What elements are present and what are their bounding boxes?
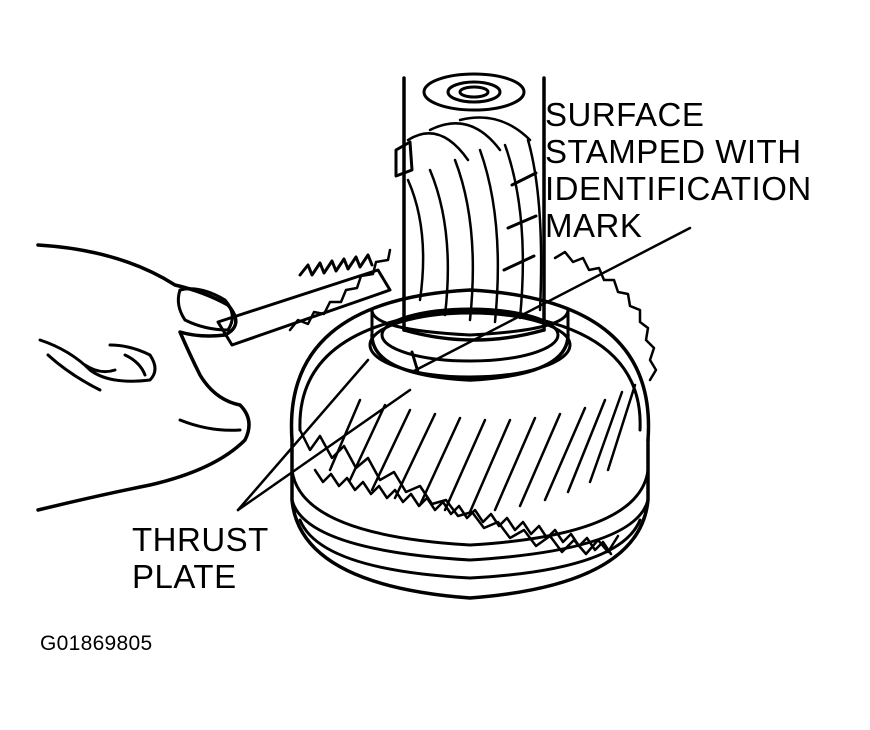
gear-front-teeth (298, 428, 620, 556)
leader-surface-mark (410, 226, 692, 374)
surface-mark-line-1: SURFACE (545, 96, 705, 133)
hand-with-feeler-gauge (36, 243, 392, 512)
hub-ring-teeth (313, 468, 613, 556)
surface-mark-line-2: STAMPED WITH (545, 133, 802, 170)
leader-lines (236, 226, 692, 512)
thrust-plate-line-1: THRUST (132, 521, 269, 558)
thrust-plate-line-2: PLATE (132, 558, 237, 595)
surface-mark-line-4: MARK (545, 207, 643, 244)
synchronizer-hub (290, 438, 650, 600)
surface-mark-line-3: IDENTIFICATION (545, 170, 812, 207)
gear-helical-teeth (328, 383, 637, 514)
input-shaft (394, 72, 546, 342)
thrust-plate-callout: THRUST PLATE (132, 521, 269, 595)
leader-thrust-plate-2 (236, 388, 412, 512)
leader-thrust-plate-1 (236, 358, 370, 512)
surface-mark-callout: SURFACE STAMPED WITH IDENTIFICATION MARK (545, 96, 812, 244)
gear-outer-teeth (288, 248, 658, 382)
feeler-gauge (216, 268, 392, 347)
figure-id-label: G01869805 (40, 632, 153, 655)
